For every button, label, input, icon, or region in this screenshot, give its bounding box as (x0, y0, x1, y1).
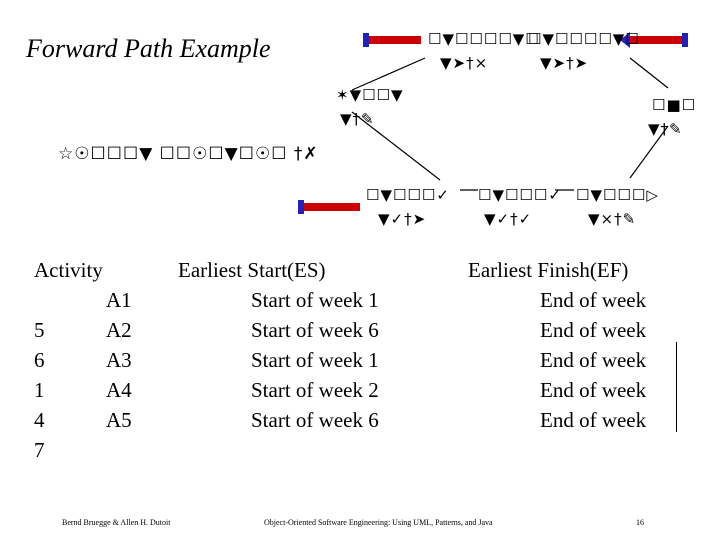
footer-page-number: 16 (636, 518, 644, 527)
left-number-column: 5 6 1 4 7 (34, 315, 45, 465)
earliest-start-cell: Start of week 2 (251, 378, 379, 402)
header-earliest-finish: Earliest Finish(EF) (468, 258, 629, 282)
left-number: 4 (34, 408, 45, 432)
node-5-label-top: ☐▼☐☐☐✓ (366, 186, 450, 204)
activity-cell: A1 (106, 288, 132, 312)
earliest-finish-cell: End of week (540, 348, 647, 372)
earliest-finish-cell: End of week (540, 318, 647, 342)
header-earliest-start: Earliest Start(ES) (178, 258, 326, 282)
table-right-border (676, 342, 677, 432)
left-number: 5 (34, 318, 45, 342)
earliest-finish-cell: End of week (540, 288, 647, 312)
earliest-start-column: Start of week 1 Start of week 6 Start of… (251, 285, 379, 435)
network-diagram (298, 32, 688, 214)
activity-column: A1 A2 A3 A4 A5 (106, 285, 132, 435)
left-number: 1 (34, 378, 45, 402)
connector-line (629, 57, 669, 89)
earliest-finish-column: End of week End of week End of week End … (540, 285, 646, 435)
footer-authors: Bernd Bruegge & Allen H. Dutoit (62, 518, 171, 527)
node-6-label-bottom: ▼✓†✓ (484, 210, 533, 228)
node-4-label-bottom: ▼†✎ (648, 120, 683, 138)
earliest-start-cell: Start of week 1 (251, 288, 379, 312)
node-4-label-top: ☐■☐ (652, 96, 697, 114)
header-activity: Activity (34, 258, 103, 282)
start-bar-bottom (298, 200, 360, 214)
activity-cell: A3 (106, 348, 132, 372)
node-2-label-bottom: ▼➤†➤ (540, 54, 589, 72)
connector-line (629, 125, 669, 179)
start-bar-top (363, 33, 421, 47)
earliest-start-cell: Start of week 6 (251, 408, 379, 432)
connector-line (351, 111, 441, 181)
node-7-label-bottom: ▼×†✎ (588, 210, 637, 228)
node-6-label-top: ☐▼☐☐☐✓ (478, 186, 562, 204)
left-number: 7 (34, 438, 45, 462)
activity-cell: A4 (106, 378, 132, 402)
earliest-start-cell: Start of week 6 (251, 318, 379, 342)
activity-cell: A2 (106, 318, 132, 342)
earliest-finish-cell: End of week (540, 408, 647, 432)
diagram-caption: ☆☉☐☐☐▼ ☐☐☉☐▼☐☉☐ †✗ (58, 144, 319, 164)
left-number: 6 (34, 348, 45, 372)
activity-cell: A5 (106, 408, 132, 432)
earliest-start-cell: Start of week 1 (251, 348, 379, 372)
node-5-label-bottom: ▼✓†➤ (378, 210, 427, 228)
earliest-finish-cell: End of week (540, 378, 647, 402)
node-3-label-top: ✶▼☐☐▼ (336, 86, 404, 104)
end-bar-top (620, 32, 688, 48)
connector-line (351, 57, 426, 91)
node-2-label-top: ☐▼☐☐☐☐▼☐ (528, 30, 640, 48)
node-1-label-bottom: ▼➤†× (440, 54, 489, 72)
slide-title: Forward Path Example (26, 34, 271, 63)
node-3-label-bottom: ▼†✎ (340, 110, 375, 128)
footer-book-title: Object-Oriented Software Engineering: Us… (264, 518, 493, 527)
node-7-label-top: ☐▼☐☐☐▷ (576, 186, 659, 204)
node-1-label-top: ☐▼☐☐☐☐▼☐ (428, 30, 540, 48)
